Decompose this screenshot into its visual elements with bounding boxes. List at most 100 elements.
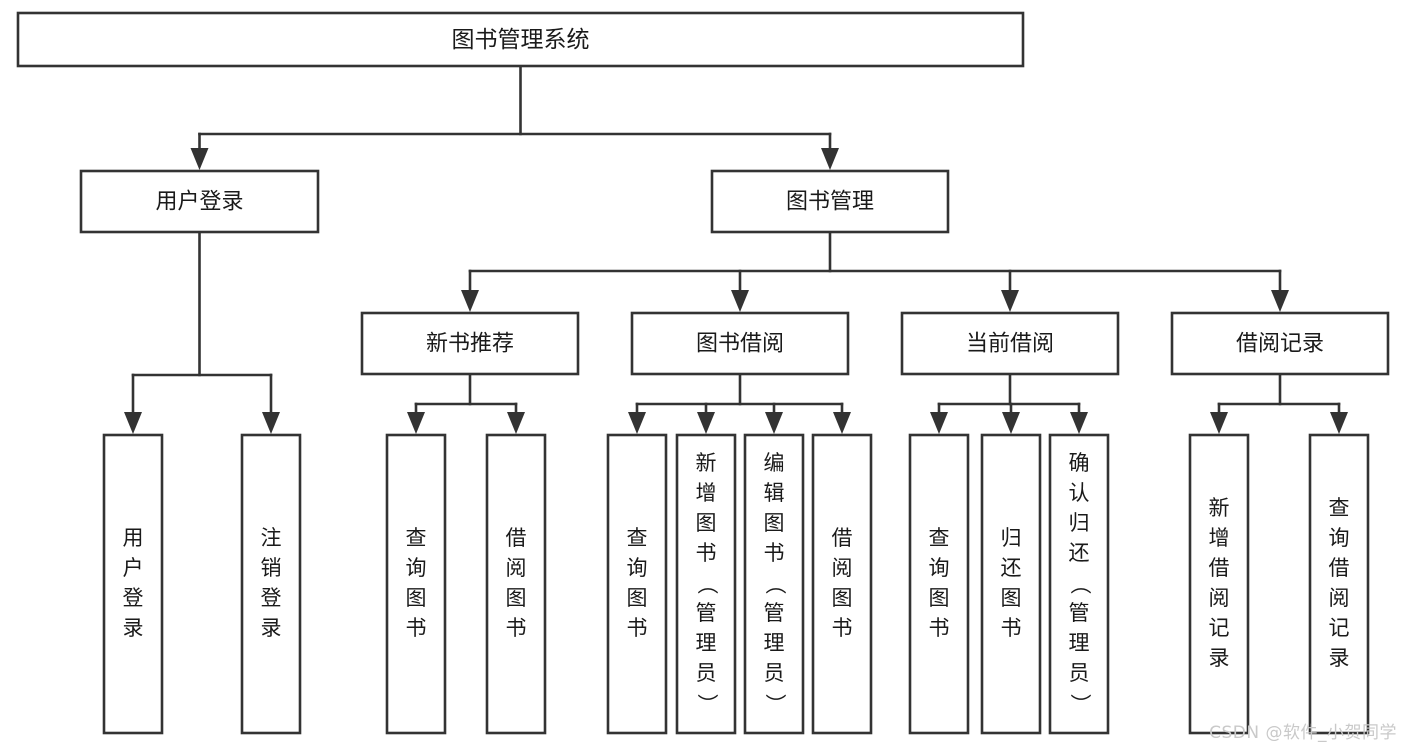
leaf-label-char: ） xyxy=(1068,694,1092,715)
leaf-label-char: 认 xyxy=(1069,481,1090,505)
leaf-label-char: 书 xyxy=(406,616,427,640)
node-level3-1[interactable]: 图书借阅 xyxy=(630,311,850,376)
node-label: 图书借阅 xyxy=(696,332,784,357)
node-box xyxy=(16,11,1025,68)
leaf-label-char: 询 xyxy=(1329,526,1350,550)
leaf-label-char: 户 xyxy=(123,556,144,580)
leaf-label-char: 图 xyxy=(406,586,427,610)
leaf-label-char: 登 xyxy=(123,586,144,610)
leaf-label-char: 阅 xyxy=(832,556,853,580)
leaf-label-char: 借 xyxy=(506,526,527,550)
arrow-head-icon xyxy=(930,412,948,434)
leaf-label-char: 图 xyxy=(1001,586,1022,610)
leaf-label-char: 查 xyxy=(627,526,648,550)
leaf-label-char: 询 xyxy=(406,556,427,580)
leaf-label-char: 查 xyxy=(1329,496,1350,520)
leaf-label-char: 理 xyxy=(764,631,785,655)
leaf-label-char: 员 xyxy=(1069,661,1090,685)
leaf-label-char: 图 xyxy=(696,511,717,535)
node-box xyxy=(630,311,850,376)
leaf-label-char: 注 xyxy=(261,526,282,550)
leaf-label-char: 询 xyxy=(627,556,648,580)
node-box xyxy=(1170,311,1390,376)
leaf-node-0[interactable]: 用户登录 xyxy=(102,433,164,735)
leaf-label-char: 书 xyxy=(764,541,785,565)
node-box xyxy=(79,169,320,234)
arrow-head-icon xyxy=(124,412,142,434)
node-root-0[interactable]: 图书管理系统 xyxy=(16,11,1025,68)
arrow-head-icon xyxy=(461,290,479,312)
leaf-label-char: 理 xyxy=(696,631,717,655)
leaf-label-char: 录 xyxy=(123,616,144,640)
leaf-label-char: 书 xyxy=(506,616,527,640)
arrow-head-icon xyxy=(190,148,209,170)
arrow-head-icon xyxy=(507,412,525,434)
arrow-head-icon xyxy=(833,412,851,434)
leaf-label-char: 新 xyxy=(696,451,717,475)
node-box xyxy=(485,433,547,735)
connector-lines xyxy=(124,64,1348,434)
node-label: 图书管理系统 xyxy=(452,27,590,53)
leaf-label-char: （ xyxy=(695,574,719,595)
leaf-label-char: 辑 xyxy=(764,481,785,505)
leaf-label-char: 新 xyxy=(1209,496,1230,520)
leaf-label-char: 销 xyxy=(261,556,282,580)
leaf-label-char: 员 xyxy=(696,661,717,685)
node-box xyxy=(102,433,164,735)
leaf-label-char: 借 xyxy=(1329,556,1350,580)
leaf-label-char: 录 xyxy=(1209,646,1230,670)
leaf-label-char: ） xyxy=(763,694,787,715)
leaf-label-char: （ xyxy=(763,574,787,595)
node-label: 借阅记录 xyxy=(1236,332,1324,357)
leaf-label-char: ） xyxy=(695,694,719,715)
arrow-head-icon xyxy=(1001,290,1019,312)
node-level2-0[interactable]: 用户登录 xyxy=(79,169,320,234)
node-box xyxy=(811,433,873,735)
node-level2-1[interactable]: 图书管理 xyxy=(710,169,950,234)
node-box xyxy=(385,433,447,735)
leaf-label-char: 图 xyxy=(764,511,785,535)
node-level3-2[interactable]: 当前借阅 xyxy=(900,311,1120,376)
leaf-label-char: 书 xyxy=(696,541,717,565)
node-label: 用户登录 xyxy=(155,190,243,215)
leaf-label-char: 阅 xyxy=(1209,586,1230,610)
arrow-head-icon xyxy=(765,412,783,434)
node-box xyxy=(1308,433,1370,735)
arrow-head-icon xyxy=(697,412,715,434)
node-label: 当前借阅 xyxy=(966,332,1054,357)
arrow-head-icon xyxy=(1271,290,1289,312)
node-box xyxy=(240,433,302,735)
node-box xyxy=(606,433,668,735)
leaf-label-char: 书 xyxy=(1001,616,1022,640)
node-level3-0[interactable]: 新书推荐 xyxy=(360,311,580,376)
leaf-label-char: 编 xyxy=(764,451,785,475)
node-box xyxy=(743,433,805,735)
leaf-label-char: 还 xyxy=(1001,556,1022,580)
arrow-head-icon xyxy=(262,412,280,434)
leaf-label-char: 用 xyxy=(123,526,144,550)
leaf-label-char: 阅 xyxy=(1329,586,1350,610)
leaf-label-char: 管 xyxy=(1069,601,1090,625)
arrow-head-icon xyxy=(1330,412,1348,434)
node-box xyxy=(900,311,1120,376)
leaf-label-char: 图 xyxy=(627,586,648,610)
node-box xyxy=(710,169,950,234)
leaf-label-char: 增 xyxy=(696,481,717,505)
leaf-label-char: 书 xyxy=(832,616,853,640)
leaf-label-char: 增 xyxy=(1209,526,1230,550)
node-level3-3[interactable]: 借阅记录 xyxy=(1170,311,1390,376)
leaf-label-char: 书 xyxy=(627,616,648,640)
